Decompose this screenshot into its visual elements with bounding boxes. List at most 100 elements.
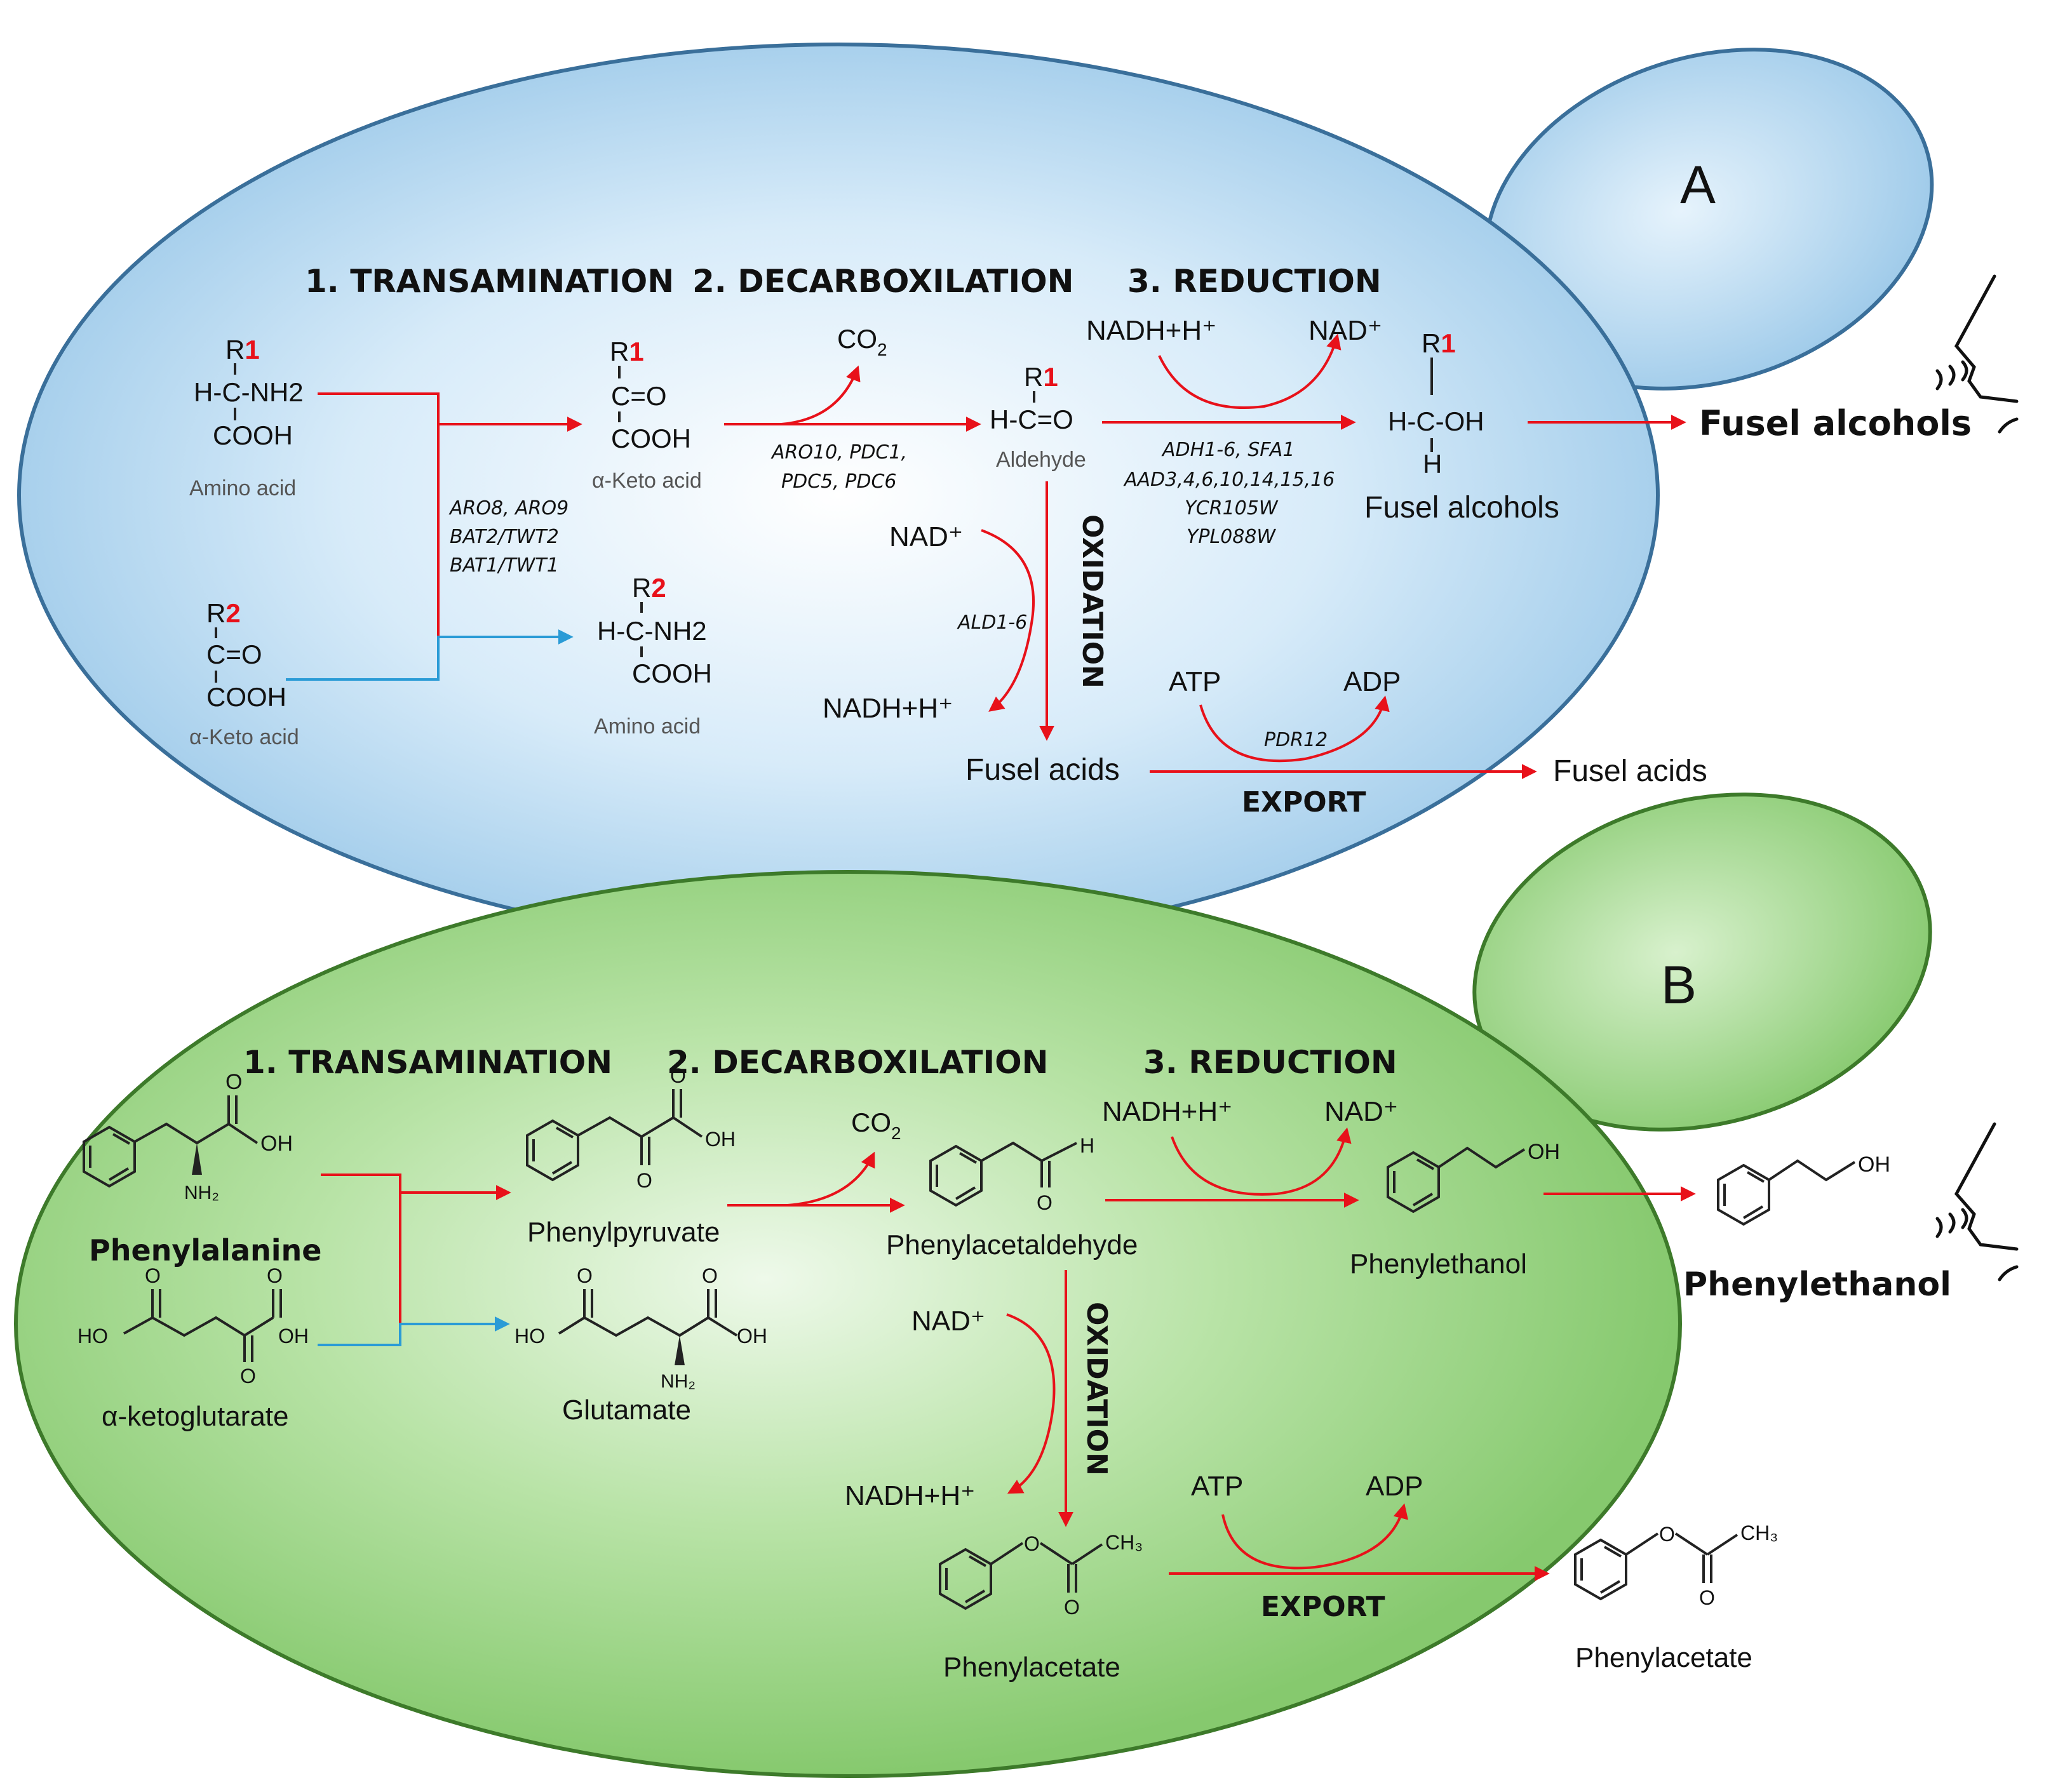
- aldehyde: R1 H-C=O Aldehyde: [990, 362, 1086, 472]
- step-reduction-a: 3. REDUCTION: [1127, 263, 1382, 300]
- svg-text:OH: OH: [260, 1132, 293, 1156]
- amino-acid-1: R1 H-C-NH2 COOH Amino acid: [189, 335, 304, 500]
- svg-text:R2: R2: [632, 573, 666, 603]
- co2-release-arrow-a: [781, 365, 861, 425]
- svg-text:H: H: [1423, 449, 1442, 479]
- phenylacetate-out: O O CH₃ Phenylacetate: [1574, 1521, 1778, 1673]
- glutamate: O O HO OH NH₂ Glutamate: [514, 1264, 767, 1426]
- bud-b: [1472, 792, 1932, 1132]
- adp-a: ADP: [1343, 666, 1401, 697]
- step-transamination-b: 1. TRANSAMINATION: [243, 1044, 612, 1081]
- panel-label-a: A: [1680, 155, 1716, 215]
- nose-icon: [1935, 274, 2019, 434]
- svg-text:α-Keto acid: α-Keto acid: [592, 469, 702, 493]
- alpha-ketoglutarate: O O O HO OH α-ketoglutarate: [77, 1264, 309, 1432]
- svg-text:O: O: [1064, 1596, 1080, 1619]
- oxidation-cofactor-in-a: NAD⁺: [889, 521, 963, 552]
- phenylethanol-out: OH Phenylethanol: [1683, 1153, 1951, 1304]
- cell-body-b: [14, 870, 1682, 1778]
- svg-text:C=O: C=O: [206, 639, 262, 669]
- svg-text:YCR105W: YCR105W: [1185, 497, 1279, 519]
- svg-text:Phenylacetaldehyde: Phenylacetaldehyde: [886, 1229, 1138, 1260]
- svg-text:PDC5, PDC6: PDC5, PDC6: [781, 471, 897, 493]
- svg-text:H: H: [1080, 1134, 1094, 1157]
- svg-text:R2: R2: [206, 598, 241, 628]
- reduction-cofactor-in-b: NADH+H⁺: [1102, 1096, 1232, 1127]
- oxidation-cofactor-out-b: NADH+H⁺: [845, 1480, 975, 1511]
- phenylacetaldehyde: O H Phenylacetaldehyde: [886, 1134, 1138, 1260]
- svg-text:Aldehyde: Aldehyde: [996, 448, 1086, 472]
- svg-text:OH: OH: [737, 1325, 767, 1347]
- svg-text:O: O: [145, 1264, 161, 1287]
- svg-text:α-ketoglutarate: α-ketoglutarate: [102, 1401, 289, 1432]
- svg-text:OH: OH: [705, 1128, 736, 1151]
- nose-icon: [1935, 1122, 2019, 1281]
- svg-text:Glutamate: Glutamate: [562, 1394, 691, 1426]
- fusel-alcohols-out: Fusel alcohols: [1699, 403, 1972, 443]
- svg-text:O: O: [577, 1264, 593, 1287]
- fusel-acids: Fusel acids: [965, 753, 1120, 787]
- oxidation-label-a: OXIDATION: [1076, 514, 1108, 688]
- atp-a: ATP: [1169, 666, 1221, 697]
- svg-text:O: O: [1659, 1523, 1675, 1546]
- svg-text:HO: HO: [77, 1325, 108, 1347]
- svg-text:NH₂: NH₂: [184, 1182, 219, 1203]
- export-label-b: EXPORT: [1261, 1591, 1385, 1623]
- svg-text:O: O: [702, 1264, 718, 1287]
- adp-b: ADP: [1366, 1471, 1423, 1502]
- export-cofactor-arrow-a: [1199, 695, 1390, 763]
- step-decarboxylation-b: 2. DECARBOXILATION: [667, 1044, 1048, 1081]
- oxidation-gene-a: ALD1-6: [957, 612, 1027, 634]
- svg-text:R1: R1: [1024, 362, 1058, 392]
- svg-text:OH: OH: [278, 1325, 309, 1347]
- svg-text:O: O: [670, 1064, 686, 1087]
- svg-text:H-C-NH2: H-C-NH2: [597, 616, 707, 646]
- keto-acid-2: R2 C=O COOH α-Keto acid: [189, 598, 299, 749]
- svg-text:BAT1/TWT1: BAT1/TWT1: [450, 554, 559, 577]
- svg-text:Amino acid: Amino acid: [594, 714, 701, 739]
- fusel-alcohol-structure: R1 H-C-OH H Fusel alcohols: [1364, 328, 1559, 525]
- svg-text:BAT2/TWT2: BAT2/TWT2: [450, 526, 559, 548]
- phenylpyruvate: O O OH Phenylpyruvate: [526, 1064, 736, 1248]
- svg-text:ARO8, ARO9: ARO8, ARO9: [448, 497, 568, 519]
- svg-text:O: O: [1024, 1532, 1040, 1555]
- svg-text:COOH: COOH: [611, 424, 691, 453]
- reduction-cofactor-out-a: NAD⁺: [1308, 315, 1382, 346]
- co2-a: CO2: [837, 324, 887, 359]
- oxidation-cofactor-arrow-a: [981, 529, 1035, 712]
- decarboxylation-genes-a: ARO10, PDC1, PDC5, PDC6: [770, 441, 907, 493]
- svg-text:COOH: COOH: [632, 659, 712, 688]
- atp-b: ATP: [1191, 1471, 1243, 1502]
- svg-text:CH₃: CH₃: [1105, 1531, 1143, 1554]
- svg-text:HO: HO: [514, 1325, 545, 1347]
- export-label-a: EXPORT: [1242, 786, 1366, 819]
- panel-label-b: B: [1661, 955, 1697, 1015]
- keto-acid-1: R1 C=O COOH α-Keto acid: [592, 337, 702, 493]
- svg-text:O: O: [267, 1264, 283, 1287]
- fusel-acids-out: Fusel acids: [1553, 754, 1707, 788]
- oxidation-cofactor-arrow-b: [1006, 1313, 1056, 1494]
- svg-text:Amino acid: Amino acid: [189, 476, 296, 500]
- cell-a: A 1. TRANSAMINATION 2. DECARBOXILATION 3…: [17, 43, 1972, 948]
- reduction-cofactor-out-b: NAD⁺: [1324, 1096, 1398, 1127]
- svg-text:Fusel alcohols: Fusel alcohols: [1364, 491, 1559, 525]
- oxidation-cofactor-out-a: NADH+H⁺: [823, 693, 953, 724]
- svg-text:O: O: [225, 1070, 242, 1094]
- reduction-genes-a: ADH1-6, SFA1 AAD3,4,6,10,14,15,16 YCR105…: [1123, 439, 1335, 548]
- svg-text:Phenylacetate: Phenylacetate: [943, 1652, 1120, 1683]
- co2-release-arrow-b: [787, 1151, 875, 1207]
- transamination-red-path-b: [321, 1173, 401, 1334]
- svg-text:Phenylalanine: Phenylalanine: [89, 1233, 321, 1267]
- svg-text:O: O: [1699, 1586, 1715, 1609]
- transamination-blue-path-b: [318, 1316, 510, 1346]
- step-transamination-a: 1. TRANSAMINATION: [305, 263, 674, 300]
- oxidation-label-b: OXIDATION: [1080, 1302, 1113, 1476]
- svg-text:R1: R1: [610, 337, 644, 366]
- step-reduction-b: 3. REDUCTION: [1143, 1044, 1397, 1081]
- amino-acid-2: R2 H-C-NH2 COOH Amino acid: [594, 573, 712, 739]
- cell-b: B 1. TRANSAMINATION 2. DECARBOXILATION 3…: [14, 792, 1932, 1778]
- svg-text:O: O: [1037, 1191, 1053, 1214]
- phenylacetate: O O CH₃ Phenylacetate: [939, 1531, 1143, 1683]
- export-gene-a: PDR12: [1264, 729, 1328, 751]
